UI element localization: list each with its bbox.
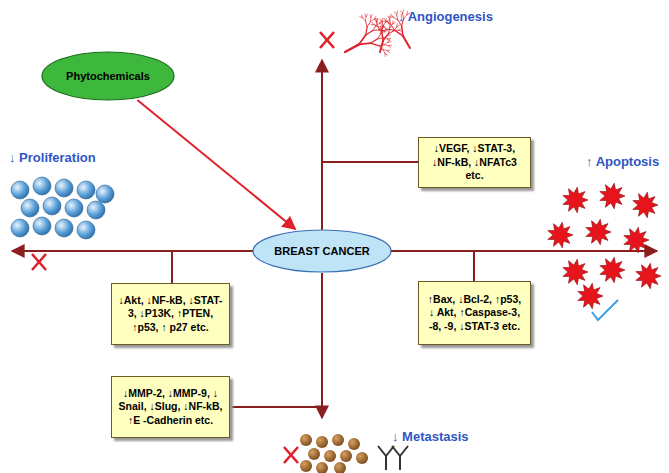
node-text: ↓MMP-2, ↓MMP-9, ↓ Snail, ↓Slug, ↓NF-kB, … <box>117 387 224 427</box>
node-text: ↑Bax, ↓Bcl-2, ↑p53, ↓ Akt, ↑Caspase-3, -… <box>424 293 525 333</box>
node-text: ↓Akt, ↓NF-kB, ↓STAT-3, ↓P13K, ↑PTEN, ↑p5… <box>117 294 224 334</box>
apoptosis-arrow <box>387 250 657 252</box>
outcome-label: ↓ Angiogenesis <box>398 9 493 24</box>
metastasis-arrow <box>321 273 323 418</box>
input-ellipse: Phytochemicals <box>41 51 175 101</box>
outcome-label: ↓ Metastasis <box>392 429 469 444</box>
stub-line <box>473 251 475 281</box>
metastatic-cells <box>300 434 368 473</box>
node-text: ↓VEGF, ↓STAT-3, ↓NF-kB, ↓NFATc3 etc. <box>424 142 525 182</box>
angiogenesis-arrow <box>321 60 323 232</box>
node-text: BREAST CANCER <box>274 245 369 257</box>
stub-line <box>171 251 173 283</box>
effect-box: ↓Akt, ↓NF-kB, ↓STAT-3, ↓P13K, ↑PTEN, ↑p5… <box>111 283 230 345</box>
cross-mark <box>32 254 46 270</box>
stub-line <box>230 406 322 408</box>
effect-box: ↓VEGF, ↓STAT-3, ↓NF-kB, ↓NFATc3 etc. <box>418 137 531 188</box>
effect-box: ↓MMP-2, ↓MMP-9, ↓ Snail, ↓Slug, ↓NF-kB, … <box>111 376 230 438</box>
stub-line <box>322 161 418 163</box>
check-mark <box>592 300 618 320</box>
flow-arrow <box>137 100 295 229</box>
node-text: Phytochemicals <box>66 70 150 82</box>
pathway-arrows <box>12 60 657 418</box>
outcome-label: ↑ Apoptosis <box>586 154 659 169</box>
cross-mark <box>320 32 334 48</box>
proliferation-arrow <box>12 250 257 252</box>
target-ellipse: BREAST CANCER <box>252 229 392 273</box>
cell-cluster <box>11 177 114 239</box>
effect-box: ↑Bax, ↓Bcl-2, ↑p53, ↓ Akt, ↑Caspase-3, -… <box>418 281 531 345</box>
cross-mark <box>284 447 298 463</box>
vessel-wall <box>378 446 408 470</box>
apoptosis-bursts <box>548 183 661 309</box>
outcome-label: ↓ Proliferation <box>9 150 96 165</box>
